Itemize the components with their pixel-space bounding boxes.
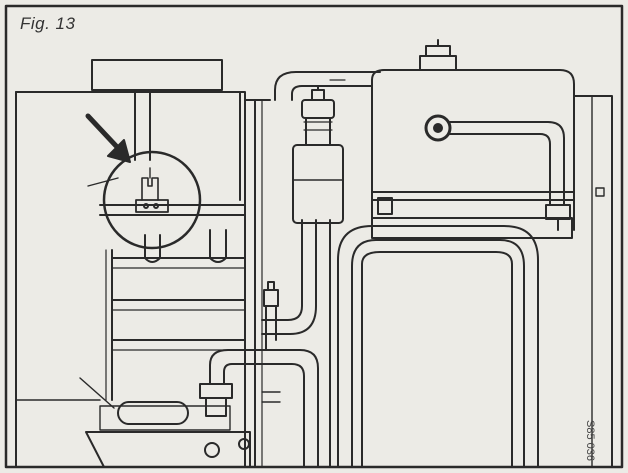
housing-top-cap xyxy=(91,59,223,91)
leader-line xyxy=(87,177,119,187)
side-pipe xyxy=(424,114,571,231)
bottom-oval-component xyxy=(85,401,251,468)
bottom-fitting xyxy=(199,349,319,468)
pointer-arrow xyxy=(85,113,131,163)
small-valve xyxy=(263,281,279,351)
tank xyxy=(371,39,575,231)
u-tube xyxy=(337,217,573,468)
left-housing xyxy=(15,91,271,468)
right-rail xyxy=(573,95,613,468)
figure-caption: Fig. 13 xyxy=(20,14,76,33)
connecting-pipe xyxy=(261,219,317,335)
figure-frame xyxy=(4,4,624,469)
valve-assembly xyxy=(292,85,344,224)
figure-code: S85 036 xyxy=(584,420,596,461)
top-pipe-loop xyxy=(274,71,381,101)
detail-magnifier-circle xyxy=(102,150,202,250)
leader-line xyxy=(79,377,115,409)
